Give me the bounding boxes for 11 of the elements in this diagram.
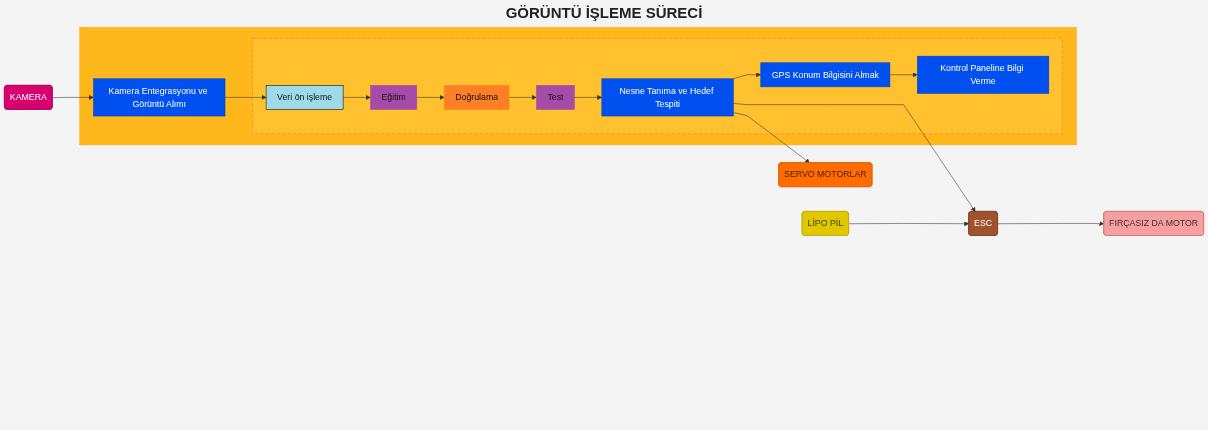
node-box: Test — [536, 85, 575, 110]
node-box: Doğrulama — [443, 85, 510, 110]
node-box: Eğitim — [370, 85, 418, 110]
node-box: Veri ön işleme — [265, 85, 344, 110]
diagram-title: GÖRÜNTÜ İŞLEME SÜRECİ — [504, 4, 704, 21]
cluster — [79, 27, 1077, 146]
node-box: Nesne Tanıma ve Hedef Tespiti — [601, 78, 734, 117]
node-box: GPS Konum Bilgisini Almak — [760, 62, 891, 88]
cluster — [252, 38, 1063, 135]
node-box: Kamera Entegrasyonu ve Görüntü Alımı — [93, 78, 226, 117]
node-box: Kontrol Paneline Bilgi Verme — [917, 55, 1050, 94]
